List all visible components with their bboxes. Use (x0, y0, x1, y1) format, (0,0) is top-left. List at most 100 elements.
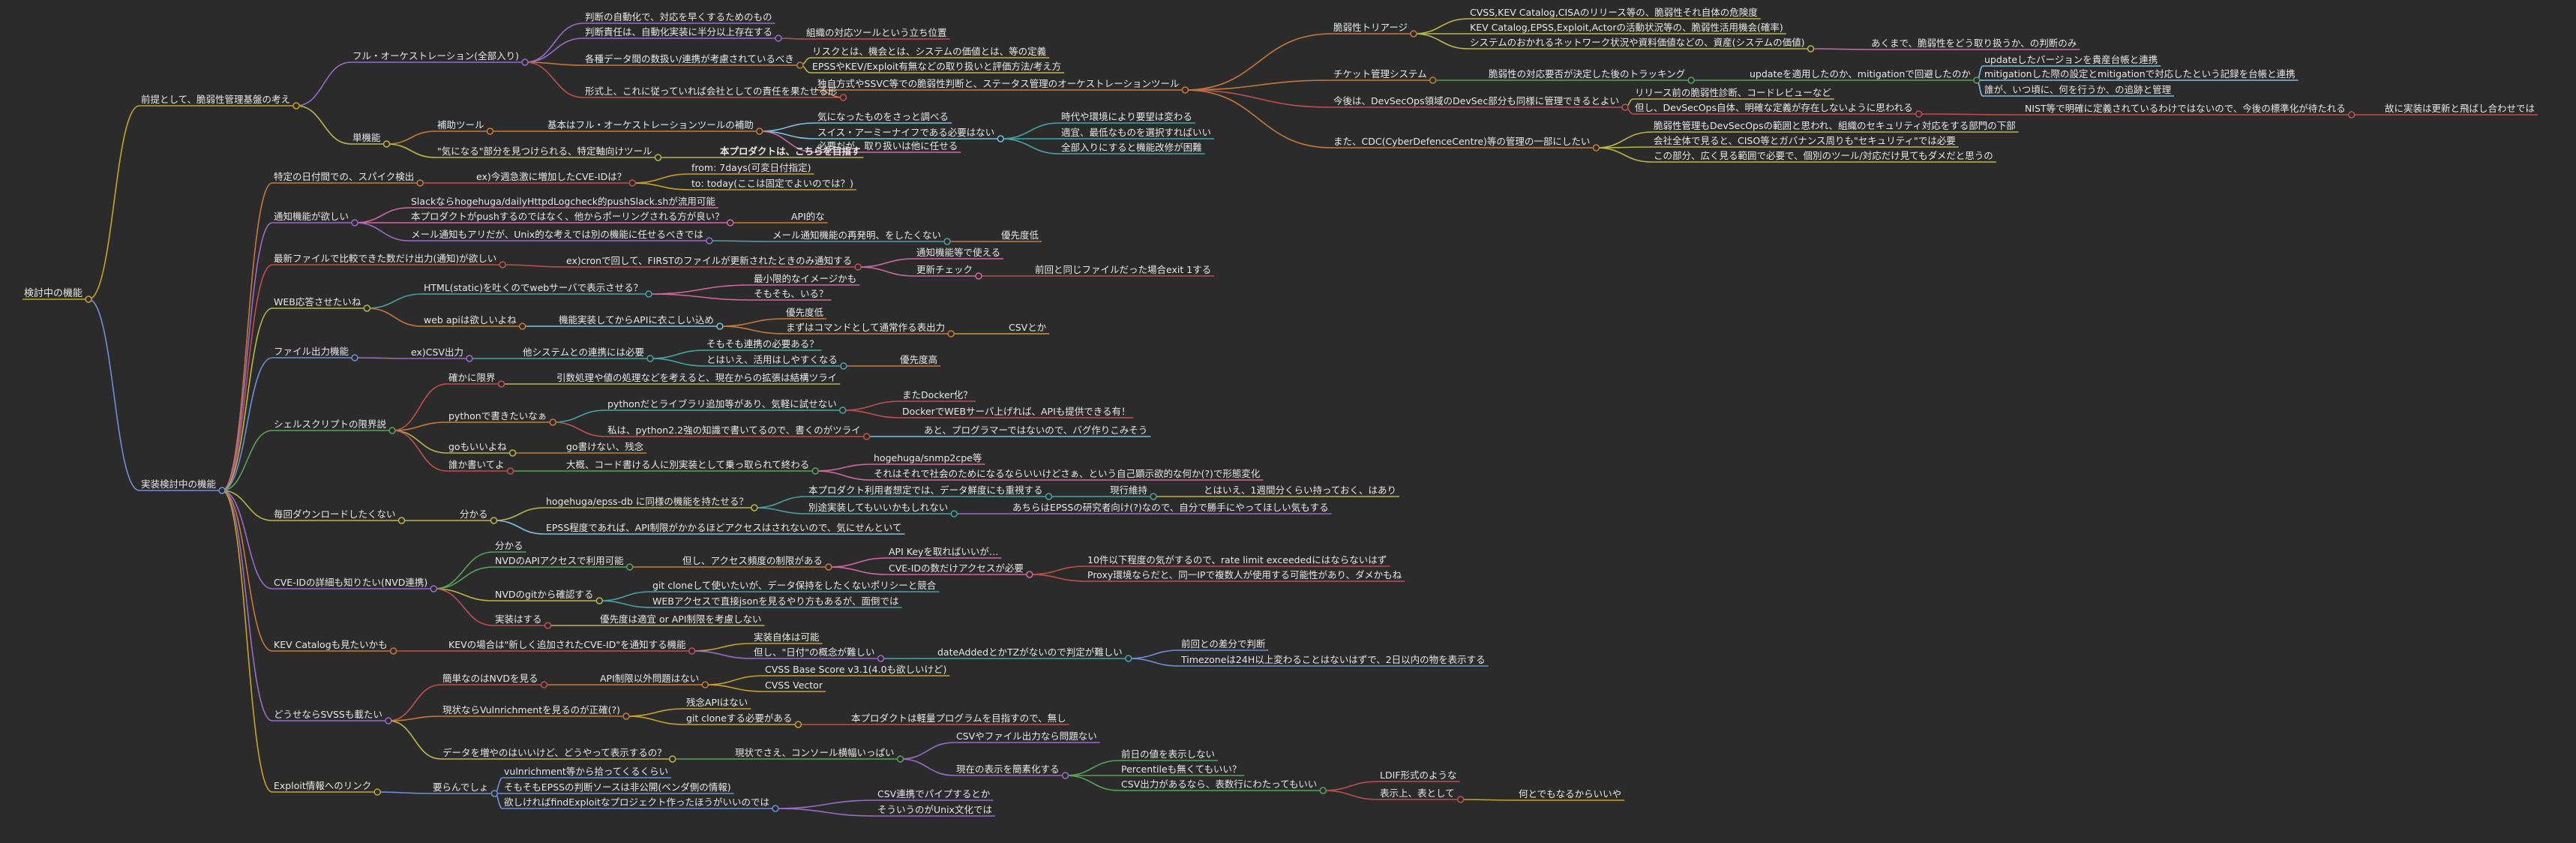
collapse-toggle-ot2[interactable] (1429, 76, 1437, 84)
collapse-toggle-foc[interactable] (796, 62, 804, 69)
collapse-toggle-s3a2[interactable] (975, 272, 982, 280)
collapse-toggle-s6[interactable] (388, 427, 396, 434)
node-label-s5a1b: とはいえ、活用はしやすくなる (706, 354, 838, 365)
node-label-ot2: チケット管理システム (1333, 68, 1427, 80)
edge-ot3b-ot3b1 (1918, 113, 2024, 116)
collapse-toggle-ot2a[interactable] (1687, 76, 1695, 84)
collapse-toggle-s4b[interactable] (518, 322, 526, 330)
collapse-toggle-s5a1b[interactable] (840, 362, 847, 370)
collapse-toggle-s10[interactable] (385, 717, 392, 724)
collapse-toggle-s4b1b[interactable] (947, 330, 955, 338)
collapse-toggle-s7a1a[interactable] (1045, 493, 1053, 500)
collapse-toggle-s10b2[interactable] (794, 721, 802, 728)
edge-s8-s8d (433, 588, 494, 626)
collapse-toggle-ot1[interactable] (1410, 30, 1417, 38)
collapse-toggle-aux[interactable] (486, 128, 494, 135)
collapse-toggle-s4a[interactable] (645, 290, 652, 298)
collapse-toggle-s2c[interactable] (706, 237, 713, 244)
edge-s9a-s9a1 (691, 643, 753, 652)
collapse-toggle-ot3b[interactable] (1915, 110, 1923, 118)
collapse-toggle-s6d1[interactable] (811, 467, 820, 475)
collapse-toggle-s6d[interactable] (506, 467, 514, 475)
collapse-toggle-s10a[interactable] (540, 681, 548, 688)
collapse-toggle-s3a[interactable] (854, 263, 862, 271)
collapse-toggle-ot4[interactable] (1592, 144, 1600, 152)
collapse-toggle-s11a[interactable] (490, 790, 499, 797)
edge-impl-s6 (221, 430, 273, 491)
node-label-aux1b: スイス・アーミーナイフである必要はない (817, 127, 994, 138)
edge-aux1b-aux1b1 (1000, 122, 1060, 140)
collapse-toggle-ot1c[interactable] (1807, 45, 1815, 52)
collapse-toggle-s4b1[interactable] (716, 322, 724, 330)
collapse-toggle-s10c1[interactable] (896, 755, 904, 763)
collapse-toggle-s7a1b[interactable] (950, 510, 958, 518)
collapse-toggle-s1[interactable] (416, 179, 424, 187)
edge-s6b1-s6b1b (842, 410, 901, 418)
collapse-toggle-s8b1[interactable] (825, 563, 832, 571)
collapse-toggle-s3[interactable] (499, 261, 507, 268)
collapse-toggle-ot3b1[interactable] (2347, 111, 2356, 118)
collapse-toggle-s6b2[interactable] (862, 433, 871, 440)
node-label-s10c1: 現状でさえ、コンソール横幅いっぱい (735, 747, 895, 758)
node-label-s11a2: そもそもEPSSの判断ソースは非公開(ベンダ側の情報) (504, 782, 731, 793)
collapse-toggle-s6a[interactable] (497, 380, 505, 388)
edge-s3a-s3a1 (858, 258, 916, 268)
collapse-toggle-ot2a1[interactable] (1973, 76, 1981, 84)
collapse-toggle-aux1[interactable] (756, 128, 763, 135)
collapse-toggle-s9[interactable] (389, 647, 397, 655)
collapse-toggle-s8c[interactable] (595, 597, 604, 604)
collapse-toggle-s7a[interactable] (490, 517, 498, 524)
collapse-toggle-s11[interactable] (373, 788, 381, 796)
collapse-toggle-s8d[interactable] (544, 622, 552, 629)
collapse-toggle-s6b[interactable] (549, 418, 556, 426)
collapse-toggle-aux1b[interactable] (997, 135, 1005, 142)
collapse-toggle-s2c1[interactable] (943, 238, 951, 245)
node-label-conc: "気になる"部分を見つけられる、特定軸向けツール (437, 146, 652, 157)
collapse-toggle-s10a1[interactable] (701, 681, 709, 688)
collapse-toggle-s10c1b3b[interactable] (1456, 796, 1465, 803)
collapse-toggle-root[interactable] (85, 296, 92, 303)
collapse-toggle-s1a[interactable] (628, 179, 636, 187)
collapse-toggle-s2b[interactable] (727, 219, 734, 226)
collapse-toggle-s8b1b[interactable] (1026, 571, 1033, 578)
collapse-toggle-s10c1b3[interactable] (1319, 787, 1327, 794)
collapse-toggle-s10c[interactable] (669, 755, 676, 763)
collapse-toggle-s8b[interactable] (625, 563, 634, 571)
collapse-toggle-s6b1[interactable] (838, 406, 847, 414)
collapse-toggle-s7[interactable] (397, 517, 406, 524)
collapse-toggle-prem[interactable] (292, 102, 300, 110)
collapse-toggle-impl[interactable] (218, 487, 226, 494)
collapse-toggle-s7a1[interactable] (751, 504, 758, 512)
node-label-aux1b1: 時代や環境により要望は変わる (1061, 111, 1192, 122)
collapse-toggle-s5a1[interactable] (646, 355, 654, 362)
collapse-toggle-s2[interactable] (351, 219, 358, 226)
collapse-toggle-s10c1b[interactable] (1061, 772, 1069, 779)
node-label-s6b2: 私は、python2.2強の知識で書いてるので、書くのがツライ (607, 424, 861, 436)
collapse-toggle-sing[interactable] (382, 140, 391, 148)
collapse-toggle-s5a[interactable] (466, 355, 473, 362)
collapse-toggle-s7a1a1[interactable] (1150, 493, 1157, 500)
edge-s7a-s7a1 (493, 507, 545, 521)
collapse-toggle-fo[interactable] (521, 58, 529, 66)
collapse-toggle-fod[interactable] (839, 94, 847, 101)
collapse-toggle-fod1[interactable] (1181, 86, 1189, 94)
node-label-s4b: web apiは欲しいよね (424, 314, 517, 326)
collapse-toggle-s9a[interactable] (688, 647, 696, 655)
edge-root-impl (88, 298, 140, 491)
collapse-toggle-s4[interactable] (363, 304, 371, 312)
collapse-toggle-s10b[interactable] (622, 712, 630, 720)
collapse-toggle-s8[interactable] (430, 585, 438, 592)
collapse-toggle-s11a3[interactable] (772, 805, 779, 812)
edge-s2c-s2c1 (709, 240, 772, 242)
collapse-toggle-ot3[interactable] (1621, 104, 1629, 111)
collapse-toggle-s5[interactable] (351, 354, 358, 362)
collapse-toggle-s9a2a[interactable] (1124, 655, 1132, 662)
node-label-s7a1a: 本プロダクト利用者想定では、データ鮮度にも重視する (808, 484, 1043, 496)
node-label-s5a1a: そもそも連携の必要ある？ (706, 338, 819, 350)
collapse-toggle-s9a2[interactable] (877, 655, 885, 662)
node-label-s11: Exploit情報へのリンク (274, 780, 371, 791)
edge-s4b1-s4b1b (719, 326, 785, 334)
collapse-toggle-s6c[interactable] (508, 449, 517, 457)
collapse-toggle-conc[interactable] (654, 154, 662, 161)
collapse-toggle-fob[interactable] (775, 34, 782, 42)
